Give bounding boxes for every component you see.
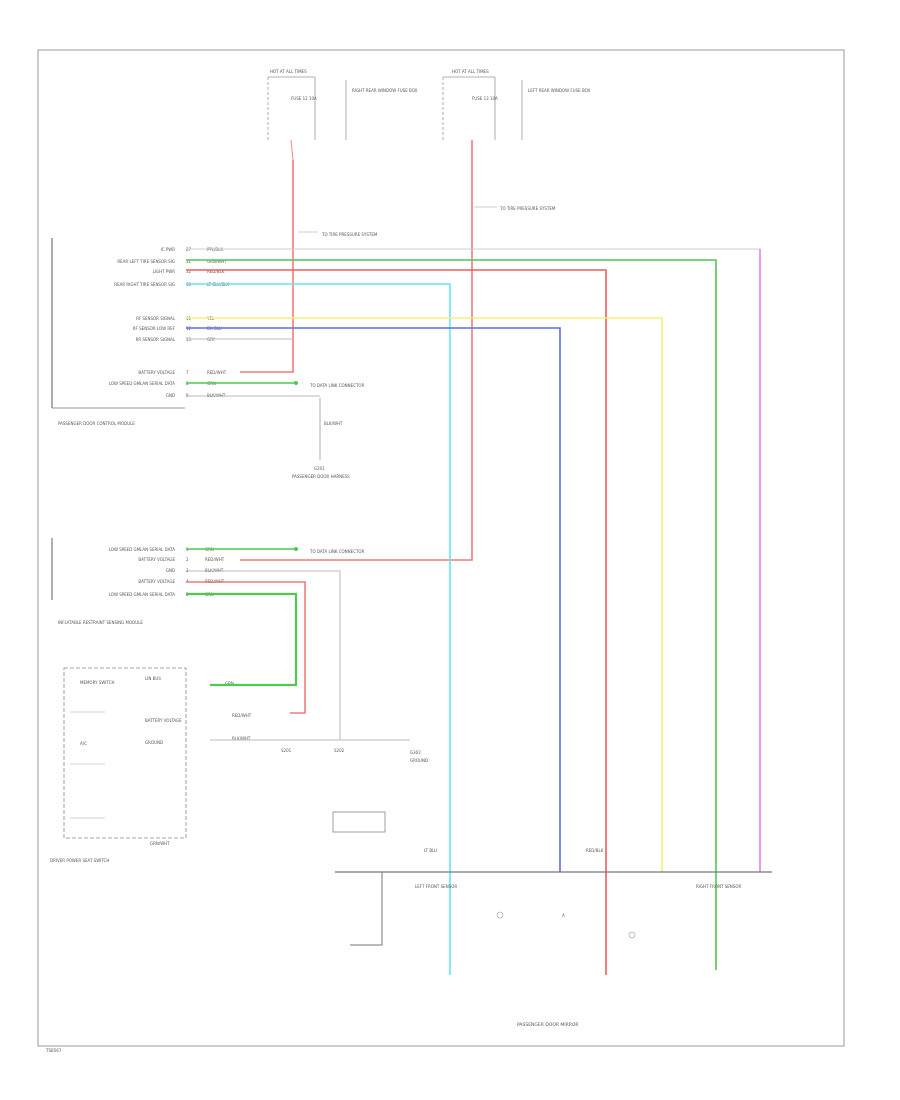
inner-label-2: BATTERY VOLTAGE [145,718,182,723]
wire-left-ground [350,872,383,946]
fuse-left-note: RIGHT REAR WINDOW FUSE BOX [352,88,418,93]
switch-note: A/C [80,741,87,746]
bcm-pin-label-5: LOW SPEED GMLAN SERIAL DATA [109,592,176,597]
bcm-module-name: INFLATABLE RESTRAINT SENSING MODULE [58,620,143,625]
bcm-data-link: TO DATA LINK CONNECTOR [309,549,365,554]
pcm-pin-label-1: IC PWR [161,247,176,252]
bottom-circle-label: A [562,913,565,918]
split-note-2: TO TIRE PRESSURE SYSTEM [499,206,556,211]
pcm-pin-label-2: REAR LEFT TIRE SENSOR SIG [117,259,175,264]
splice-2: S202 [334,748,345,753]
wire-red-bcm2 [186,581,306,714]
pcm-bot-code-1: 7 [186,370,189,375]
seat-switch-box: MEMORY SWITCH A/C LIN BUS BATTERY VOLTAG… [50,667,252,863]
pcm-ground-note: PASSENGER DOOR HARNESS [292,474,350,479]
pcm-ground: BLK/WHT G201 PASSENGER DOOR HARNESS [292,398,350,479]
corner-code: TSB567 [45,1048,62,1053]
pcm-data-link: TO DATA LINK CONNECTOR [309,383,365,388]
pcm-bot-label-2: LOW SPEED GMLAN SERIAL DATA [109,381,176,386]
fuse-right-note: LEFT REAR WINDOW FUSE BOX [528,88,591,93]
pcm-pin-code-3: 32 [186,269,192,274]
switch-label: DRIVER POWER SEAT SWITCH [50,858,109,863]
inner-wire-3: BLK/WHT [232,736,251,741]
bottom-left-wire: LT BLU [424,848,437,853]
wire-green-bcm2 [186,592,298,687]
pcm-pin-code-2: 31 [186,259,192,264]
bcm-pin-label-4: BATTERY VOLTAGE [138,579,175,584]
bcm-pin-label-2: BATTERY VOLTAGE [138,557,175,562]
pcm-ground-wire: BLK/WHT [324,421,343,426]
switch-title: MEMORY SWITCH [80,680,115,685]
pcm-module-name: PASSENGER DOOR CONTROL MODULE [58,421,135,426]
wire-red-right [240,140,473,561]
inner-wire-1: GRN [225,681,234,686]
pcm-mid-label-3: RR SENSOR SIGNAL [136,337,176,342]
pcm-pin-label-4: REAR RIGHT TIRE SENSOR SIG [114,282,175,287]
pcm-ground-label: G201 [314,466,325,471]
pcm-bot-label-1: BATTERY VOLTAGE [138,370,175,375]
left-top-note: GRN/WHT [150,841,170,846]
wire-green-top [186,259,717,970]
bottom-right-wire: RED/BLK [586,848,604,853]
fuse-left-label: FUSE 12 10A [291,96,317,101]
bcm-pin-wire-2: RED/WHT [205,557,225,562]
ground-label: GROUND [410,758,428,763]
bcm-pin-label-3: GND [166,568,175,573]
pcm-pin-wire-2: GRN/WHT [207,259,227,264]
fuse-block-left: HOT AT ALL TIMES FUSE 12 10A RIGHT REAR … [267,69,418,161]
wire-yellow [186,317,663,872]
passenger-door-module: IC PWR 27 PPL/BLK REAR LEFT TIRE SENSOR … [51,238,365,426]
fuse-left-header: HOT AT ALL TIMES [270,69,307,74]
mirror-connector: LEFT FRONT SENSOR LT BLU RIGHT FRONT SEN… [332,811,772,1028]
bcm-pin-code-2: 2 [186,557,189,562]
splice-1: S201 [281,748,292,753]
fuse-block-right: HOT AT ALL TIMES FUSE 13 10A LEFT REAR W… [442,69,591,140]
bottom-label: PASSENGER DOOR MIRROR [517,1022,579,1028]
wire-cyan [186,283,451,975]
pcm-pin-wire-3: RED/BLK [207,269,225,274]
bottom-right-sensor: RIGHT FRONT SENSOR [696,884,741,889]
fuse-right-header: HOT AT ALL TIMES [452,69,489,74]
inner-wire-2: RED/WHT [232,713,252,718]
pcm-mid-label-2: RF SENSOR LOW REF [133,326,176,331]
bcm-pin-label-1: LOW SPEED GMLAN SERIAL DATA [109,547,176,552]
inner-label-1: LIN BUS [145,676,161,681]
pcm-bot-wire-1: RED/WHT [207,370,227,375]
ground-note: G302 [410,750,421,755]
pcm-bot-label-3: GND [166,393,175,398]
split-note-1: TO TIRE PRESSURE SYSTEM [321,232,378,237]
wire-red-light [186,269,607,975]
wire-gray-bcm [186,570,341,740]
fuse-right-label: FUSE 13 10A [472,96,498,101]
pcm-pin-label-3: LIGHT PWR [153,269,176,274]
wires [186,140,761,975]
inner-label-3: GROUND [145,740,163,745]
wire-blue [186,327,561,872]
wire-red-left [240,160,294,373]
diagram-frame [37,49,845,1047]
pcm-mid-label-1: RF SENSOR SIGNAL [136,316,176,321]
bottom-left-sensor: LEFT FRONT SENSOR [415,884,457,889]
